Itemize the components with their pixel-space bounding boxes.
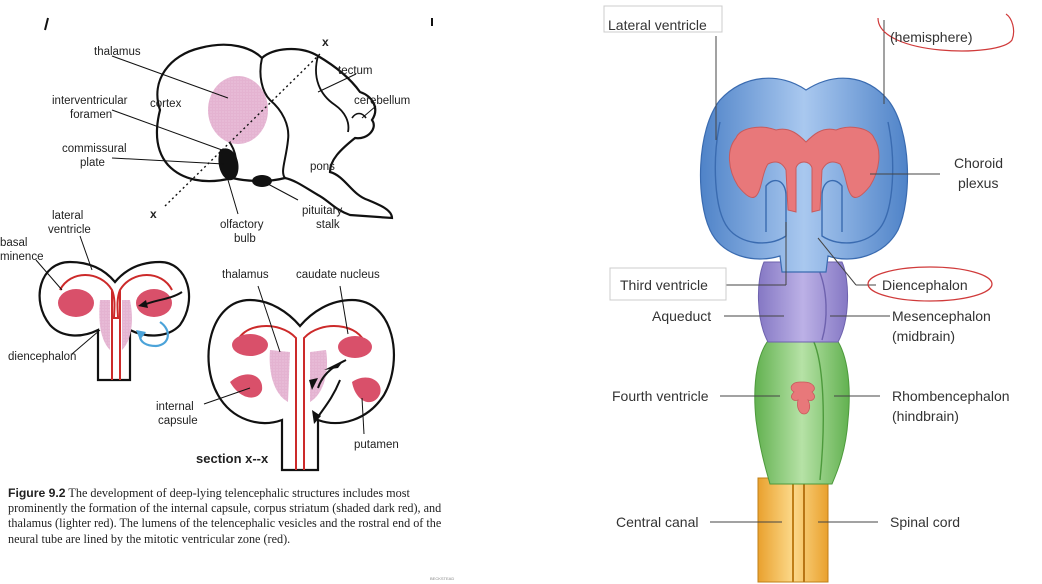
label-aqueduct: Aqueduct	[652, 308, 711, 324]
label-internal: internal	[156, 401, 194, 413]
label-third-ventricle: Third ventricle	[620, 277, 708, 293]
label-lateral-ventricle: Lateral ventricle	[608, 17, 707, 33]
choroid-plexus-shape	[729, 126, 880, 213]
label-pons: pons	[310, 161, 335, 173]
fourth-ventricle-choroid	[790, 381, 815, 415]
figure-caption: Figure 9.2 The development of deep-lying…	[8, 486, 460, 547]
label-mesencephalon: Mesencephalon	[892, 308, 991, 324]
label-midbrain: (midbrain)	[892, 328, 955, 344]
leader-lines	[111, 55, 377, 215]
label-diencephalon: Diencephalon	[882, 277, 968, 293]
label-plate: plate	[80, 157, 105, 169]
label-commissural: commissural	[62, 143, 127, 155]
caption-label: Figure 9.2	[8, 486, 66, 500]
label-thalamus-mid: thalamus	[222, 269, 269, 281]
thalamus-shape	[208, 76, 268, 144]
label-putamen: putamen	[354, 439, 399, 451]
label-cortex: cortex	[150, 98, 182, 110]
label-cerebellum: cerebellum	[354, 95, 410, 107]
label-rhombencephalon: Rhombencephalon	[892, 388, 1010, 404]
label-choroid: Choroid	[954, 155, 1003, 171]
label-thalamus-top: thalamus	[94, 46, 141, 58]
leader-lines-small	[35, 235, 101, 355]
label-tectum: tectum	[338, 65, 373, 77]
page-fragment	[44, 17, 49, 31]
forebrain-shape	[699, 77, 909, 273]
label-plexus: plexus	[958, 175, 998, 191]
right-figure: Lateral ventricle (hemisphere) Choroid p…	[603, 5, 1015, 583]
midbrain-shape	[757, 261, 849, 343]
pituitary-shape	[252, 175, 272, 187]
commissural-plate-shape	[218, 148, 239, 181]
label-caudate-nucleus: caudate nucleus	[296, 269, 380, 281]
leader-lines-large	[203, 285, 365, 435]
left-figure: thalamus x tectum cortex cerebellum inte…	[0, 17, 433, 472]
label-fourth-ventricle: Fourth ventricle	[612, 388, 709, 404]
credit-text: BECKSTEAD	[430, 576, 455, 581]
label-lateral: lateral	[52, 210, 83, 222]
label-x-top: x	[322, 35, 329, 49]
label-basal: basal	[0, 237, 28, 249]
label-hemisphere: (hemisphere)	[890, 29, 972, 45]
label-olfactory: olfactory	[220, 219, 264, 231]
caption-text: The development of deep-lying telencepha…	[8, 486, 442, 546]
label-central-canal: Central canal	[616, 514, 699, 530]
label-capsule: capsule	[158, 415, 198, 427]
large-coronal-section	[207, 298, 396, 472]
label-section: section x--x	[196, 451, 269, 466]
section-line	[164, 51, 323, 207]
label-ventricle: ventricle	[48, 224, 91, 236]
label-box-lateral-ventricle	[603, 5, 723, 33]
label-stalk: stalk	[316, 219, 340, 231]
label-box-third-ventricle	[609, 267, 727, 301]
label-bulb: bulb	[234, 233, 256, 245]
label-foramen: foramen	[70, 109, 112, 121]
label-x-bottom: x	[150, 207, 157, 221]
hemisphere-annotation-circle	[877, 13, 1015, 52]
label-pituitary: pituitary	[302, 205, 343, 217]
small-coronal-section	[38, 260, 191, 382]
label-interventricular: interventricular	[52, 95, 128, 107]
sagittal-brain-diagram	[155, 43, 394, 220]
label-spinal-cord: Spinal cord	[890, 514, 960, 530]
label-eminence: minence	[0, 251, 43, 263]
label-diencephalon-left: diencephalon	[8, 351, 76, 363]
label-hindbrain: (hindbrain)	[892, 408, 959, 424]
right-leader-lines	[710, 20, 940, 523]
diencephalon-annotation-circle	[867, 266, 993, 302]
